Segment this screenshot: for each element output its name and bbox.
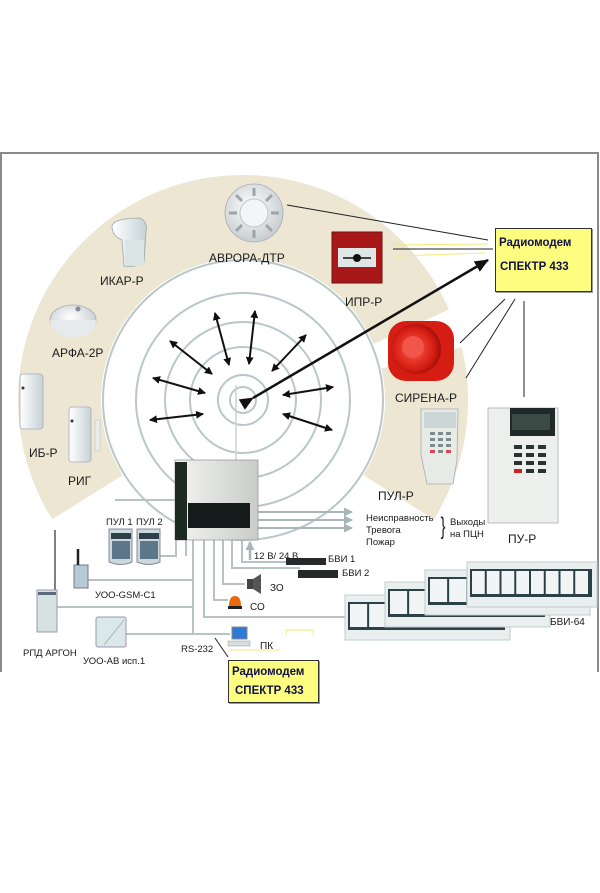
link-sirena-2: [465, 298, 516, 379]
bvi64-cell: [472, 571, 485, 594]
pul2-device[interactable]: [136, 528, 161, 565]
arrow-n2: [245, 310, 259, 365]
label-ib-r: ИБ-Р: [29, 446, 58, 460]
label-bvi64: БВИ-64: [550, 617, 585, 628]
label-arfa-2r: АРФА-2Р: [52, 346, 104, 360]
link-avrora: [286, 204, 489, 241]
wire-bvi2: [231, 540, 300, 569]
pu-r-device[interactable]: [487, 407, 559, 524]
modem-link-arrow: [238, 258, 489, 410]
bvi64-cell: [545, 571, 559, 594]
yellow-bracket: [285, 629, 314, 635]
arrow-e2: [282, 412, 333, 432]
sirena-r-device[interactable]: [388, 321, 454, 381]
label-pul2: ПУЛ 2: [136, 517, 163, 528]
bvi64-cell: [350, 604, 368, 627]
label-pul-r: ПУЛ-Р: [378, 489, 414, 503]
label-ikar-r: ИКАР-Р: [100, 274, 144, 288]
ipr-r-device[interactable]: [331, 231, 383, 284]
rpd-argon-device[interactable]: [36, 589, 58, 633]
rs232-leader: [214, 637, 229, 658]
bvi64-stack[interactable]: [344, 561, 598, 641]
rig-device[interactable]: [68, 406, 101, 463]
zo-speaker-icon[interactable]: [247, 574, 261, 594]
radiomodem-top[interactable]: Радиомодем СПЕКТР 433: [495, 228, 592, 292]
radiomodem-top-line2: СПЕКТР 433: [500, 261, 569, 273]
link-sirena-1: [459, 298, 506, 344]
uoo-gsm-device[interactable]: [73, 549, 89, 589]
wire-pul: [160, 540, 177, 557]
ikar-r-device[interactable]: [111, 217, 147, 267]
radiomodem-top-line1: Радиомодем: [499, 237, 572, 249]
ib-r-device[interactable]: [19, 373, 44, 430]
label-bvi1: БВИ 1: [328, 554, 356, 565]
wire-zo: [222, 540, 245, 585]
bvi64-cell: [501, 571, 515, 594]
radiomodem-bottom-line1: Радиомодем: [232, 666, 305, 678]
outputs-brace: }: [440, 513, 446, 540]
label-pul1: ПУЛ 1: [106, 517, 133, 528]
pul1-device[interactable]: [108, 528, 133, 565]
arrow-n1: [212, 312, 232, 366]
modem-links: [286, 204, 525, 397]
bvi64-cell: [516, 571, 529, 594]
output-fire: Пожар: [366, 537, 395, 548]
label-zo: ЗО: [270, 583, 284, 594]
bvi64-cell: [390, 591, 408, 614]
label-rs232: RS-232: [181, 644, 214, 655]
bvi64-cell: [449, 579, 467, 602]
radiomodem-bottom-line2: СПЕКТР 433: [235, 685, 304, 697]
bvi64-cell: [369, 604, 387, 627]
radiomodem-bottom[interactable]: Радиомодем СПЕКТР 433: [228, 660, 319, 703]
bvi64-cell: [486, 571, 500, 594]
label-uoo-av: УОО-АВ исп.1: [83, 656, 146, 667]
pk-computer-icon[interactable]: [227, 626, 251, 647]
label-pk: ПК: [260, 641, 274, 652]
label-rpd-argon: РПД АРГОН: [23, 648, 77, 659]
link-ipr-yellow-1: [392, 243, 489, 246]
link-ipr-yellow-2: [394, 252, 487, 257]
uoo-av-device[interactable]: [95, 616, 127, 648]
bvi1-device[interactable]: [286, 558, 326, 565]
output-fault: Неисправность: [366, 513, 434, 524]
label-rig: РИГ: [68, 474, 92, 488]
arrow-w2: [149, 410, 204, 424]
controller-device[interactable]: [174, 459, 259, 541]
arfa-2r-device[interactable]: [49, 304, 97, 338]
outputs-label-2: на ПЦН: [450, 529, 484, 540]
frame-border: [0, 152, 599, 672]
bvi64-cell: [430, 579, 448, 602]
wired-bus: [54, 499, 345, 635]
bvi64-cell: [575, 571, 588, 594]
output-alarm: Тревога: [366, 525, 401, 536]
label-ipr-r: ИПР-Р: [345, 295, 383, 309]
wire-bvi1: [241, 540, 286, 563]
bvi2-device[interactable]: [298, 570, 338, 578]
label-sirena-r: СИРЕНА-Р: [395, 391, 457, 405]
bvi64-cell: [560, 571, 574, 594]
label-power: 12 В/ 24 В: [254, 551, 299, 562]
arrow-nw: [169, 340, 213, 375]
label-so: СО: [250, 602, 265, 613]
output-arrows: [255, 507, 353, 533]
outputs-label-1: Выходы: [450, 517, 486, 528]
wire-bvi64: [203, 540, 345, 618]
arrow-w1: [152, 376, 206, 395]
pul-r-device[interactable]: [420, 408, 459, 485]
wire-so: [213, 540, 228, 601]
ring-3: [164, 321, 322, 479]
label-avrora-dtr: АВРОРА-ДТР: [209, 251, 285, 265]
bvi64-cell: [531, 571, 544, 594]
bvi64-cell: [409, 591, 427, 614]
arrow-ne: [271, 334, 307, 372]
so-beacon-icon[interactable]: [228, 596, 242, 609]
label-pu-r: ПУ-Р: [508, 532, 537, 546]
label-uoo-gsm: УОО-GSM-С1: [95, 590, 156, 601]
avrora-dtr-device[interactable]: [224, 183, 284, 243]
label-bvi2: БВИ 2: [342, 568, 370, 579]
